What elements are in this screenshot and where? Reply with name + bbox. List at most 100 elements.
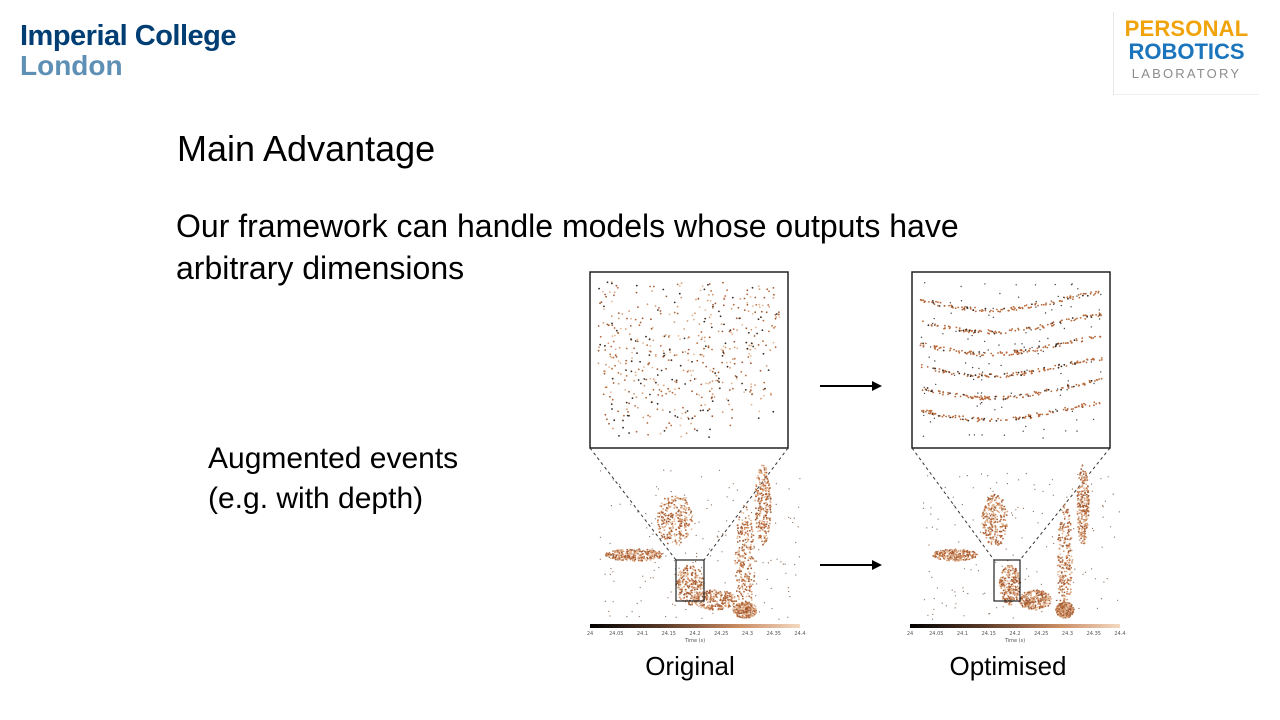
event-point <box>671 516 674 518</box>
event-point <box>1084 479 1086 481</box>
event-point <box>1066 556 1069 559</box>
event-point <box>743 544 746 546</box>
event-point <box>679 515 681 517</box>
event-point <box>938 415 941 417</box>
event-point <box>652 388 655 391</box>
event-point <box>717 608 720 611</box>
event-point <box>765 493 768 495</box>
event-point <box>996 495 999 498</box>
event-point <box>1066 342 1069 344</box>
event-point <box>745 611 747 614</box>
event-point <box>950 373 953 376</box>
event-point <box>624 552 627 555</box>
event-point <box>1033 596 1036 598</box>
event-point <box>1064 582 1066 585</box>
event-point <box>689 604 692 606</box>
event-point <box>691 603 693 606</box>
event-point <box>732 358 734 361</box>
event-point <box>750 523 752 526</box>
event-point <box>1076 495 1079 498</box>
event-point <box>752 538 754 541</box>
event-point <box>1042 603 1045 606</box>
event-point <box>675 528 678 531</box>
event-point <box>662 520 665 523</box>
event-point <box>929 412 932 414</box>
event-point <box>744 611 747 613</box>
event-point <box>706 601 709 604</box>
event-point <box>742 566 744 569</box>
event-point <box>751 607 754 610</box>
event-point <box>1095 313 1097 316</box>
event-point <box>748 576 751 578</box>
event-point <box>1009 596 1011 599</box>
event-point <box>693 566 695 568</box>
event-point <box>1036 412 1038 415</box>
event-point <box>728 487 730 489</box>
event-point <box>616 551 619 554</box>
event-point <box>1067 544 1070 547</box>
event-point <box>642 575 644 577</box>
event-point <box>727 603 730 606</box>
event-point <box>1063 296 1066 299</box>
event-point <box>1014 307 1016 310</box>
event-point <box>736 541 739 543</box>
event-point <box>718 387 721 390</box>
event-point <box>1082 509 1085 512</box>
event-point <box>1010 392 1012 394</box>
event-point <box>1021 307 1024 310</box>
event-point <box>617 410 619 413</box>
event-point <box>702 585 705 587</box>
event-point <box>676 312 679 315</box>
event-point <box>685 518 687 521</box>
event-point <box>1012 580 1014 583</box>
event-point <box>1017 575 1020 578</box>
event-point <box>768 492 771 495</box>
event-point <box>736 551 739 553</box>
event-point <box>768 330 770 333</box>
event-point <box>698 605 700 608</box>
event-point <box>684 600 687 603</box>
event-point <box>982 512 984 515</box>
event-point <box>1059 615 1062 617</box>
event-point <box>731 296 734 299</box>
personal-robotics-logo: PERSONAL ROBOTICS LABORATORY <box>1113 12 1259 95</box>
event-point <box>641 555 643 558</box>
event-point <box>599 302 601 305</box>
event-point <box>1073 339 1076 341</box>
event-point <box>1000 499 1003 502</box>
event-point <box>1034 606 1037 608</box>
event-point <box>1006 574 1009 577</box>
event-point <box>1069 578 1072 581</box>
event-point <box>976 395 979 398</box>
event-point <box>1067 604 1069 607</box>
event-point <box>948 553 951 555</box>
event-point <box>638 551 640 553</box>
event-point <box>1041 606 1044 608</box>
event-point <box>737 585 740 587</box>
event-point <box>752 539 755 542</box>
event-point <box>1080 471 1082 474</box>
event-point <box>638 556 641 559</box>
event-point <box>1017 327 1019 330</box>
event-point <box>743 297 746 300</box>
event-point <box>1068 561 1070 564</box>
event-point <box>680 522 683 525</box>
event-point <box>639 556 642 559</box>
event-point <box>741 578 744 581</box>
event-point <box>1068 528 1070 531</box>
event-point <box>717 536 719 538</box>
event-point <box>659 514 662 516</box>
event-point <box>1094 292 1097 295</box>
event-point <box>693 428 696 430</box>
event-point <box>744 517 747 519</box>
event-point <box>671 522 674 525</box>
event-point <box>674 393 677 396</box>
event-point <box>742 540 744 542</box>
event-point <box>741 610 743 612</box>
event-point <box>684 499 687 501</box>
event-point <box>612 556 615 558</box>
event-point <box>665 502 668 505</box>
event-point <box>935 551 938 554</box>
event-point <box>1068 318 1070 320</box>
event-point <box>764 525 767 528</box>
